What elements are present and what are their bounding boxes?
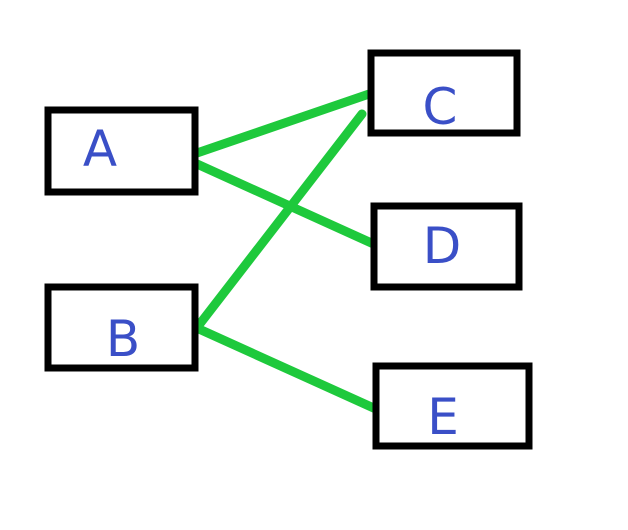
node-b-box — [44, 283, 199, 372]
node-e-box — [372, 362, 533, 450]
edge-b-e — [194, 324, 383, 415]
node-d-label: D — [423, 217, 462, 275]
node-c-label: C — [423, 78, 458, 136]
node-d: D — [370, 202, 523, 291]
node-b-label: B — [106, 310, 140, 368]
node-d-box — [370, 202, 523, 291]
node-a-label: A — [83, 120, 117, 178]
node-e: E — [372, 362, 533, 450]
node-c-box — [367, 49, 521, 137]
node-c: C — [367, 49, 521, 137]
edges — [192, 88, 383, 415]
edge-b-c — [194, 109, 367, 330]
node-a: A — [44, 106, 199, 196]
edge-a-c — [192, 88, 377, 158]
node-e-label: E — [427, 388, 459, 446]
node-b: B — [44, 283, 199, 372]
node-a-box — [44, 106, 199, 196]
